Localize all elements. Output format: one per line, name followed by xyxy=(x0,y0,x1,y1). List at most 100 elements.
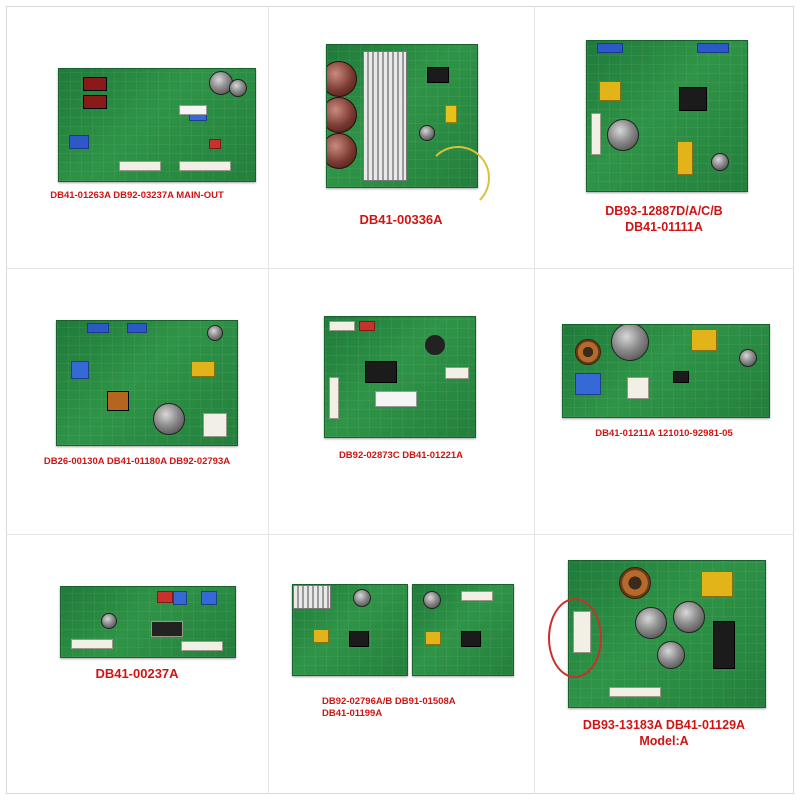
connector xyxy=(461,591,493,601)
capacitor xyxy=(229,79,247,97)
pcb-board-image xyxy=(58,68,256,182)
capacitor xyxy=(635,607,667,639)
transformer xyxy=(701,571,733,597)
ic-chip xyxy=(365,361,397,383)
capacitor xyxy=(327,133,357,169)
pcb-board-image xyxy=(60,586,236,658)
product-caption: DB41-00336A xyxy=(359,212,443,227)
grid-divider xyxy=(6,534,794,535)
ic-chip xyxy=(713,621,735,669)
ic-chip xyxy=(349,631,369,647)
connector xyxy=(359,321,375,331)
grid-divider xyxy=(268,6,269,794)
relay xyxy=(201,591,217,605)
capacitor xyxy=(607,119,639,151)
capacitor xyxy=(327,61,357,97)
product-card[interactable]: DB92-02796A/B DB91-01508A DB41-01199A xyxy=(268,534,534,794)
product-caption: DB93-12887D/A/C/B DB41-01111A xyxy=(605,204,723,234)
connector xyxy=(697,43,729,53)
connector xyxy=(609,687,661,697)
product-card[interactable]: DB41-00237A xyxy=(6,534,268,794)
heatsink xyxy=(363,51,407,181)
ic-chip xyxy=(427,67,449,83)
product-card[interactable]: DB92-02873C DB41-01221A xyxy=(268,268,534,534)
connector xyxy=(181,641,223,651)
connector xyxy=(87,323,109,333)
product-card[interactable]: DB41-01263A DB92-03237A MAIN-OUT xyxy=(6,6,268,268)
transformer xyxy=(425,631,441,645)
sticker-label xyxy=(179,105,207,115)
product-caption: DB92-02873C DB41-01221A xyxy=(338,450,464,461)
pcb-board-image xyxy=(562,324,770,418)
connector xyxy=(627,377,649,399)
display-module xyxy=(83,77,107,91)
capacitor xyxy=(739,349,757,367)
buzzer xyxy=(425,335,445,355)
transformer xyxy=(677,141,693,175)
grid-divider xyxy=(534,6,535,794)
capacitor xyxy=(673,601,705,633)
product-card[interactable]: DB93-12887D/A/C/B DB41-01111A xyxy=(534,6,794,268)
capacitor xyxy=(611,325,649,361)
capacitor xyxy=(419,125,435,141)
heatsink xyxy=(293,585,331,609)
product-caption: DB41-00237A xyxy=(95,666,179,681)
product-card[interactable]: DB93-13183A DB41-01129A Model:A xyxy=(534,534,794,794)
capacitor xyxy=(423,591,441,609)
inductor xyxy=(619,567,651,599)
product-caption: DB41-01211A 121010-92981-05 xyxy=(595,428,733,439)
connector xyxy=(71,639,113,649)
connector xyxy=(119,161,161,171)
connector xyxy=(329,377,339,419)
capacitor xyxy=(657,641,685,669)
connector xyxy=(151,621,183,637)
transformer xyxy=(313,629,329,643)
connector xyxy=(179,161,231,171)
capacitor xyxy=(101,613,117,629)
pcb-board-image xyxy=(586,40,748,192)
transformer xyxy=(191,361,215,377)
capacitor xyxy=(153,403,185,435)
pcb-board-image xyxy=(412,584,514,676)
connector xyxy=(209,139,221,149)
product-caption: DB93-13183A DB41-01129A Model:A xyxy=(582,718,746,748)
highlight-circle xyxy=(548,598,602,678)
wire-harness xyxy=(426,146,490,210)
relay xyxy=(173,591,187,605)
product-caption: DB41-01263A DB92-03237A MAIN-OUT xyxy=(50,190,224,201)
connector xyxy=(445,105,457,123)
connector xyxy=(69,135,89,149)
connector xyxy=(127,323,147,333)
product-card[interactable]: DB26-00130A DB41-01180A DB92-02793A xyxy=(6,268,268,534)
ic-chip xyxy=(679,87,707,111)
ic-chip xyxy=(673,371,689,383)
connector xyxy=(203,413,227,437)
pcb-board-image xyxy=(324,316,476,438)
product-caption: DB92-02796A/B DB91-01508A DB41-01199A xyxy=(322,696,456,719)
product-card[interactable]: DB41-01211A 121010-92981-05 xyxy=(534,268,794,534)
ic-chip xyxy=(107,391,129,411)
capacitor xyxy=(353,589,371,607)
display-module xyxy=(83,95,107,109)
connector xyxy=(329,321,355,331)
relay xyxy=(71,361,89,379)
capacitor xyxy=(327,97,357,133)
connector xyxy=(591,113,601,155)
relay xyxy=(575,373,601,395)
pcb-board-image xyxy=(292,584,408,676)
transformer xyxy=(599,81,621,101)
connector xyxy=(445,367,469,379)
capacitor xyxy=(711,153,729,171)
ic-chip xyxy=(461,631,481,647)
connector xyxy=(157,591,173,603)
connector xyxy=(597,43,623,53)
product-card[interactable]: DB41-00336A xyxy=(268,6,534,268)
capacitor xyxy=(207,325,223,341)
product-caption: DB26-00130A DB41-01180A DB92-02793A xyxy=(43,456,231,467)
sticker-label xyxy=(375,391,417,407)
product-grid xyxy=(6,6,794,794)
grid-divider xyxy=(6,268,794,269)
transformer xyxy=(691,329,717,351)
pcb-board-image xyxy=(56,320,238,446)
inductor xyxy=(575,339,601,365)
